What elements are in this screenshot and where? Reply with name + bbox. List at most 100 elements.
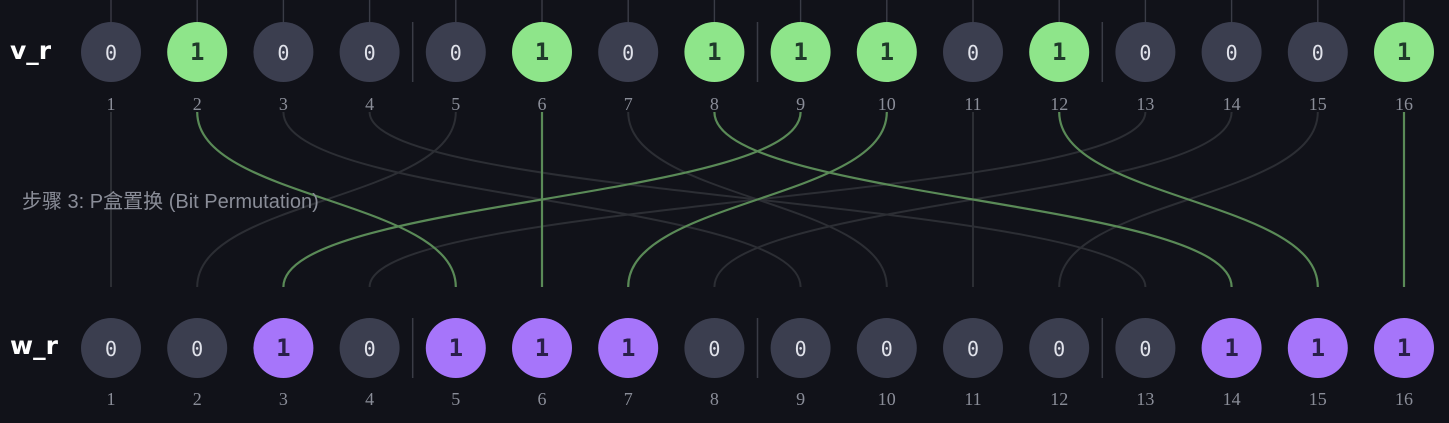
output-bit: [1201, 318, 1262, 378]
input-bit-value: 0: [364, 41, 376, 65]
position-label: 14: [1223, 94, 1241, 114]
output-bit: [167, 318, 228, 378]
input-bit-value: 0: [622, 41, 634, 65]
input-bit-value: 1: [1052, 38, 1066, 66]
position-label: 8: [710, 94, 719, 114]
output-bit: [1029, 318, 1090, 378]
position-label: 1: [107, 389, 116, 409]
output-bit-value: 0: [967, 337, 979, 361]
position-label: 4: [365, 94, 374, 114]
position-label: 16: [1395, 389, 1413, 409]
output-bit: [1374, 318, 1434, 378]
position-label: 11: [964, 94, 981, 114]
input-bit-value: 1: [190, 38, 204, 66]
output-bit-value: 0: [191, 337, 203, 361]
output-bit: [684, 318, 745, 378]
position-label: 5: [451, 389, 460, 409]
top-row-label: v_r: [10, 36, 52, 65]
position-label: 14: [1223, 389, 1241, 409]
input-bit: [425, 22, 486, 82]
position-label: 6: [538, 94, 547, 114]
position-label: 2: [193, 389, 202, 409]
input-bit: [1374, 22, 1434, 82]
position-label: 12: [1050, 94, 1068, 114]
position-label: 9: [796, 94, 805, 114]
input-bit-value: 0: [450, 41, 462, 65]
input-bit: [1287, 22, 1348, 82]
position-label: 11: [964, 389, 981, 409]
output-bit-value: 0: [105, 337, 117, 361]
input-bit: [943, 22, 1003, 82]
input-bit-value: 0: [105, 41, 117, 65]
output-bit: [770, 318, 831, 378]
input-bit-value: 0: [1226, 41, 1238, 65]
position-label: 10: [878, 389, 896, 409]
output-bit: [856, 318, 917, 378]
output-bit: [425, 318, 486, 378]
input-bit-value: 1: [707, 38, 721, 66]
output-bit: [339, 318, 400, 378]
input-bit: [253, 22, 314, 82]
position-label: 3: [279, 94, 288, 114]
input-bit: [598, 22, 659, 82]
position-label: 3: [279, 389, 288, 409]
input-bit: [81, 22, 141, 82]
position-label: 1: [107, 94, 116, 114]
input-bit-value: 0: [277, 41, 289, 65]
position-label: 4: [365, 389, 374, 409]
output-bit-value: 0: [795, 337, 807, 361]
position-label: 15: [1309, 389, 1327, 409]
input-bit: [684, 22, 745, 82]
input-bit-value: 1: [793, 38, 807, 66]
position-label: 6: [538, 389, 547, 409]
input-bit: [770, 22, 831, 82]
output-bit: [512, 318, 572, 378]
output-bit-value: 0: [881, 337, 893, 361]
position-label: 8: [710, 389, 719, 409]
output-bit-value: 1: [535, 334, 549, 362]
input-bit: [167, 22, 228, 82]
input-bit-value: 0: [1139, 41, 1151, 65]
output-bit-value: 1: [1311, 334, 1325, 362]
position-label: 13: [1136, 389, 1154, 409]
output-bit: [598, 318, 659, 378]
position-label: 5: [451, 94, 460, 114]
output-bit: [1287, 318, 1348, 378]
output-bit: [81, 318, 141, 378]
active-wire: [1058, 111, 1319, 288]
position-label: 15: [1309, 94, 1327, 114]
position-label: 7: [624, 94, 633, 114]
input-bit: [856, 22, 917, 82]
position-label: 9: [796, 389, 805, 409]
input-bit-value: 1: [535, 38, 549, 66]
output-bit-value: 1: [1397, 334, 1411, 362]
active-wire: [282, 111, 802, 288]
input-bit: [1201, 22, 1262, 82]
position-label: 2: [193, 94, 202, 114]
output-bit: [253, 318, 314, 378]
position-label: 12: [1050, 389, 1068, 409]
active-wire: [713, 111, 1233, 288]
output-bit: [1115, 318, 1176, 378]
output-bit-value: 0: [1139, 337, 1151, 361]
output-bit-value: 0: [1053, 337, 1065, 361]
input-bit: [1115, 22, 1176, 82]
output-bit-value: 1: [276, 334, 290, 362]
input-bit-value: 0: [1312, 41, 1324, 65]
input-bit: [512, 22, 572, 82]
output-bit-value: 1: [449, 334, 463, 362]
input-bit: [1029, 22, 1090, 82]
output-bit-value: 0: [364, 337, 376, 361]
step-title: 步骤 3: P盒置换 (Bit Permutation): [22, 191, 319, 213]
active-wire: [627, 111, 888, 288]
output-bit-value: 1: [1224, 334, 1238, 362]
position-label: 13: [1136, 94, 1154, 114]
output-bit: [943, 318, 1003, 378]
input-bit-value: 1: [1397, 38, 1411, 66]
active-wire: [196, 111, 457, 288]
output-bit-value: 0: [708, 337, 720, 361]
position-label: 10: [878, 94, 896, 114]
input-bit-value: 1: [880, 38, 894, 66]
bottom-row-label: w_r: [10, 331, 58, 360]
